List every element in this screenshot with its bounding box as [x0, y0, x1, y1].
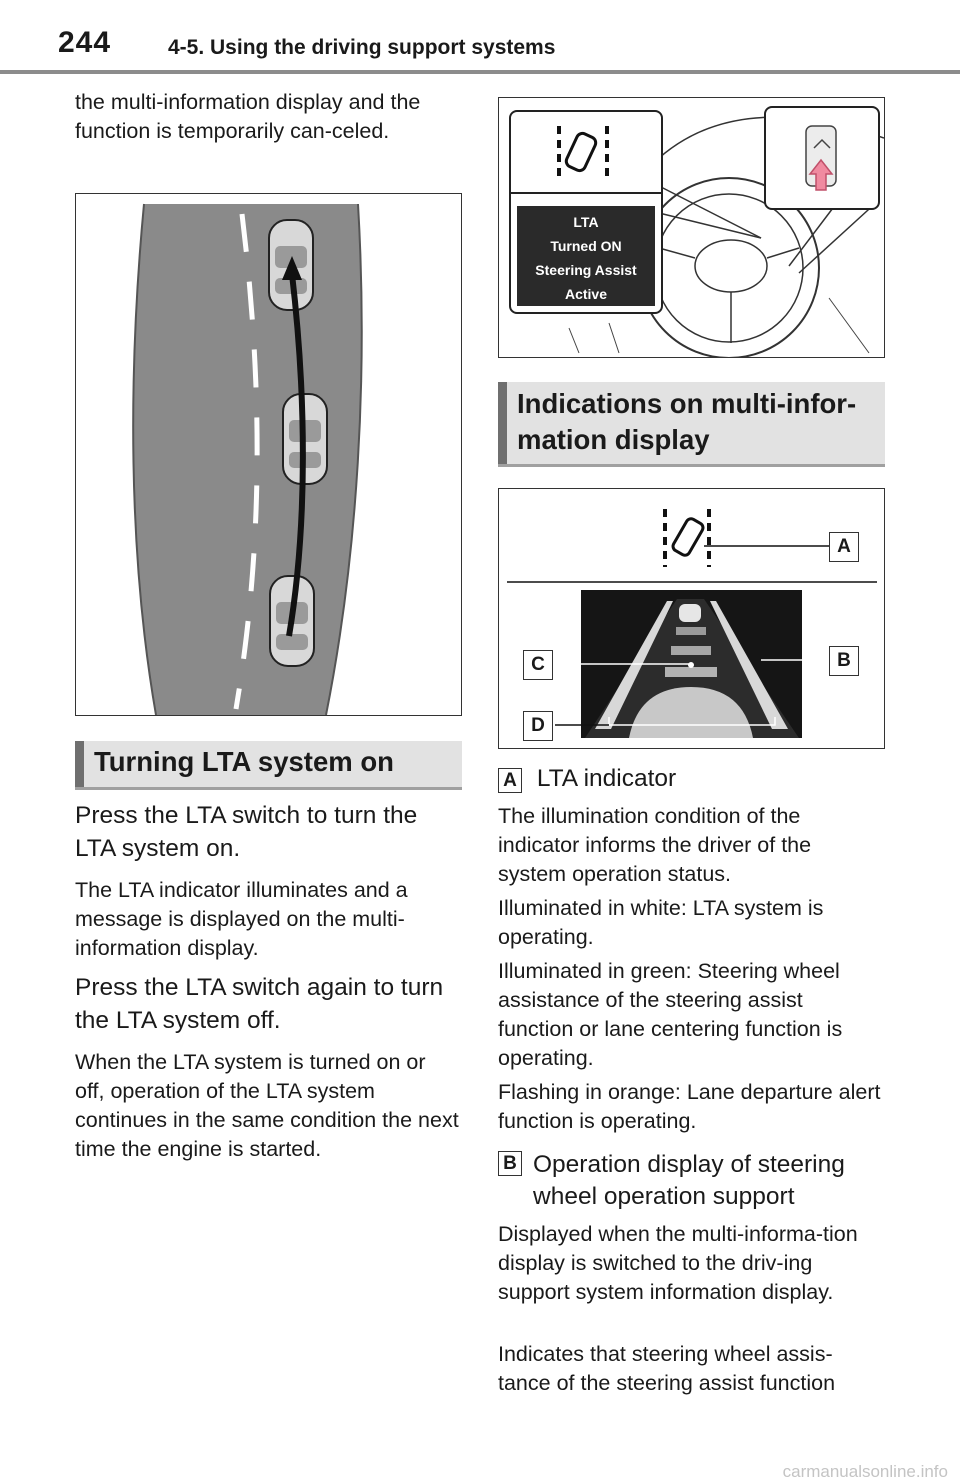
display-line-3: Steering Assist — [535, 262, 637, 278]
item-b-letter: B — [498, 1151, 522, 1176]
header-rule — [0, 70, 960, 74]
display-illustration — [507, 509, 877, 738]
steering-wheel-figure: LTA Turned ON Steering Assist Active — [498, 97, 885, 358]
display-zoom-panel: LTA Turned ON Steering Assist Active — [509, 110, 663, 314]
intro-paragraph: the multi-information display and the fu… — [75, 90, 421, 143]
item-b-para-2: Indicates that steering wheel assis-tanc… — [498, 1342, 836, 1395]
callout-c: C — [523, 650, 553, 680]
display-message-box: LTA Turned ON Steering Assist Active — [517, 206, 655, 306]
switch-zoom-panel — [764, 106, 880, 210]
section-title: 4-5. Using the driving support systems — [168, 36, 556, 59]
item-a-para-2: Illuminated in white: LTA system is oper… — [498, 896, 824, 949]
item-a-para-4: Flashing in orange: Lane departure alert… — [498, 1080, 881, 1133]
item-b-title: Operation display of steering wheel oper… — [533, 1151, 845, 1210]
callout-d: D — [523, 711, 553, 741]
display-line-1: LTA — [573, 214, 599, 230]
item-a-para-3: Illuminated in green: Steering wheel ass… — [498, 959, 843, 1070]
lta-indicator-icon — [557, 126, 609, 178]
lta-switch-icon — [805, 125, 837, 191]
item-a-title: LTA indicator — [536, 765, 677, 792]
step2-body: When the LTA system is turned on or off,… — [75, 1050, 459, 1161]
step2-title: Press the LTA switch again to turn the L… — [75, 974, 444, 1034]
item-a-para-1: The illumination condition of the indica… — [498, 804, 812, 886]
item-a-heading: A LTA indicator — [498, 764, 883, 794]
item-b-heading: B Operation display of steering wheel op… — [498, 1149, 883, 1213]
page-number: 244 — [58, 26, 112, 59]
display-line-2: Turned ON — [550, 238, 622, 254]
display-line-4: Active — [564, 286, 608, 302]
item-a-letter: A — [498, 768, 522, 793]
road-illustration — [132, 203, 363, 715]
watermark: carmanualsonline.info — [782, 1462, 948, 1481]
cockpit-illustration — [568, 116, 884, 357]
heading-underline — [75, 787, 462, 790]
step1-body: The LTA indicator illuminates and a mess… — [75, 878, 408, 960]
callout-b: B — [829, 646, 859, 676]
indications-heading-underline — [498, 464, 885, 467]
multi-info-display-figure: A B C D — [498, 488, 885, 749]
indications-heading: Indications on multi-infor-mation displa… — [498, 382, 885, 464]
callout-a: A — [829, 532, 859, 562]
item-b-para-1: Displayed when the multi-informa-tion di… — [498, 1222, 858, 1304]
turning-lta-on-heading: Turning LTA system on — [75, 741, 462, 787]
step1-title: Press the LTA switch to turn the LTA sys… — [75, 802, 418, 862]
road-lane-figure — [75, 193, 462, 716]
